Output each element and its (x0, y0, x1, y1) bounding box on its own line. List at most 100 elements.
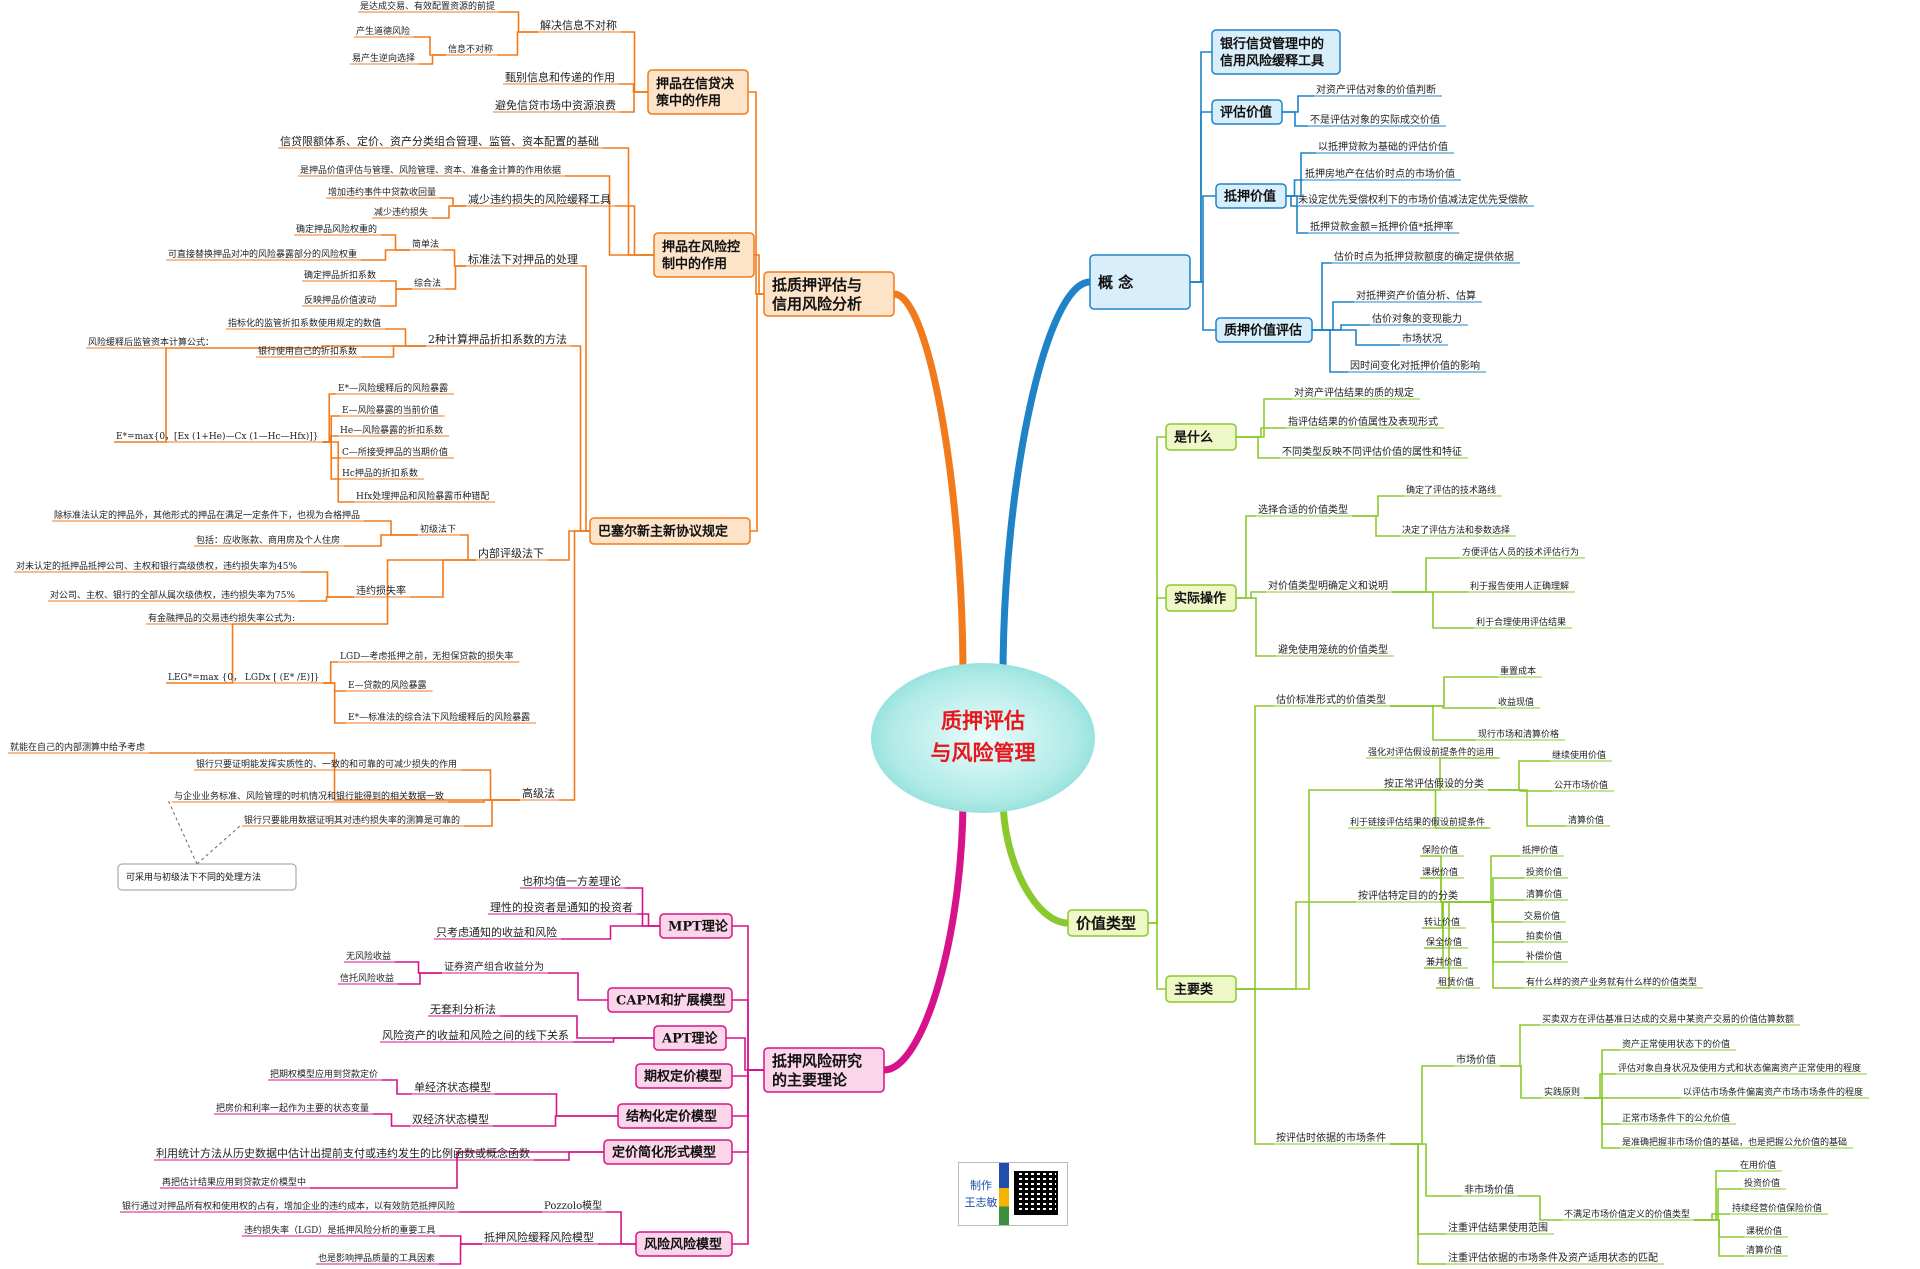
topic-o3111[interactable]: 确定押品风险权重的 (294, 223, 384, 236)
topic-m5[interactable]: 结构化定价模型 (617, 1103, 733, 1129)
topic-g221[interactable]: 方便评估人员的技术评估行为 (1460, 546, 1586, 559)
topic-g211[interactable]: 确定了评估的技术路线 (1404, 484, 1503, 497)
topic-g3311[interactable]: 拍卖价值 (1524, 930, 1569, 943)
topic-m511[interactable]: 把期权模型应用到贷款定价 (268, 1068, 385, 1081)
topic-o22[interactable]: 是押品价值评估与管理、风险管理、资本、准备金计算的作用依据 (298, 164, 568, 177)
topic-g331[interactable]: 保险价值 (1420, 844, 1465, 857)
topic-o112[interactable]: 信息不对称 (446, 43, 500, 56)
topic-u41[interactable]: 估价时点为抵押贷款额度的确定提供依据 (1332, 250, 1520, 264)
topic-g312[interactable]: 收益现值 (1496, 696, 1541, 709)
topic-m722[interactable]: 也是影响押品质量的工具因素 (316, 1252, 442, 1265)
topic-g34[interactable]: 按评估时依据的市场条件 (1274, 1131, 1392, 1145)
topic-g335[interactable]: 兼并价值 (1424, 956, 1469, 969)
topic-o3311[interactable]: 除标准法认定的押品外，其他形式的押品在满足一定条件下，也视为合格押品 (52, 509, 367, 522)
topic-m52[interactable]: 双经济状态模型 (410, 1112, 495, 1127)
topic-b3[interactable]: 价值类型 (1067, 909, 1149, 937)
topic-o32313[interactable]: He—风险暴露的折扣系数 (338, 424, 450, 437)
topic-g34122[interactable]: 评估对象自身状况及使用方式和状态偏离资产正常使用的程度 (1616, 1062, 1868, 1075)
topic-g344[interactable]: 注重评估依据的市场条件及资产适用状态的匹配 (1446, 1251, 1664, 1265)
topic-u34[interactable]: 抵押贷款金额=抵押价值*抵押率 (1308, 220, 1460, 234)
topic-m7[interactable]: 风险风险模型 (635, 1231, 733, 1257)
topic-m62[interactable]: 再把估计结果应用到贷款定价模型中 (160, 1176, 313, 1189)
topic-g32[interactable]: 按正常评估假设的分类 (1382, 777, 1490, 791)
topic-o1122[interactable]: 易产生逆向选择 (350, 52, 422, 65)
topic-o34[interactable]: 高级法 (520, 786, 561, 801)
topic-m721[interactable]: 违约损失率（LGD）是抵押风险分析的重要工具 (242, 1224, 442, 1237)
topic-m211[interactable]: 无风险收益 (344, 950, 398, 963)
topic-m11[interactable]: 也称均值一方差理论 (520, 874, 627, 889)
topic-o33311[interactable]: LGD—考虑抵押之前，无担保贷款的损失率 (338, 650, 520, 663)
topic-m13[interactable]: 只考虑通知的收益和风险 (434, 925, 563, 940)
topic-m6[interactable]: 定价简化形式模型 (603, 1139, 733, 1165)
topic-m12[interactable]: 理性的投资者是通知的投资者 (488, 900, 639, 915)
topic-g23[interactable]: 避免使用笼统的价值类型 (1276, 643, 1394, 657)
topic-u32[interactable]: 抵押房地产在估价时点的市场价值 (1303, 167, 1461, 181)
topic-o31[interactable]: 标准法下对押品的处理 (466, 252, 584, 267)
topic-g324[interactable]: 公开市场价值 (1552, 779, 1615, 792)
topic-g334[interactable]: 保全价值 (1424, 936, 1469, 949)
topic-o13[interactable]: 避免信贷市场中资源浪费 (493, 98, 622, 113)
topic-g333[interactable]: 转让价值 (1422, 916, 1467, 929)
topic-g34213[interactable]: 持续经营价值保险价值 (1730, 1202, 1829, 1215)
topic-u31[interactable]: 以抵押贷款为基础的评估价值 (1316, 140, 1454, 154)
topic-o331[interactable]: 初级法下 (418, 523, 463, 536)
topic-o32[interactable]: 2种计算押品折扣系数的方法 (426, 332, 573, 347)
topic-g3412[interactable]: 实践原则 (1542, 1086, 1587, 1099)
topic-u43[interactable]: 估价对象的变现能力 (1370, 312, 1468, 326)
topic-m212[interactable]: 信托风险收益 (338, 972, 401, 985)
topic-g321[interactable]: 强化对评估假设前提条件的运用 (1366, 746, 1501, 759)
topic-o312[interactable]: 综合法 (412, 277, 448, 290)
topic-o1121[interactable]: 产生道德风险 (354, 25, 417, 38)
topic-o11[interactable]: 解决信息不对称 (538, 18, 623, 33)
topic-g34125[interactable]: 是准确把握非市场价值的基础，也是把握公允价值的基础 (1620, 1136, 1854, 1149)
topic-g3411[interactable]: 买卖双方在评估基准日达成的交易中某资产交易的价值估算数额 (1540, 1013, 1801, 1026)
topic-note[interactable]: 可采用与初级法下不同的处理方法 (117, 863, 297, 891)
topic-o3322[interactable]: 对公司、主权、银行的全部从属次级债权，违约损失率为75% (48, 589, 302, 602)
topic-o23[interactable]: 减少违约损失的风险缓释工具 (466, 192, 617, 207)
topic-o32315[interactable]: Hc押品的折扣系数 (340, 467, 424, 480)
topic-u2[interactable]: 评估价值 (1211, 99, 1283, 125)
topic-o322[interactable]: 银行使用自己的折扣系数 (256, 345, 364, 358)
topic-m61[interactable]: 利用统计方法从历史数据中估计出提前支付或违约发生的比例函数或概念函数 (154, 1146, 536, 1161)
topic-g34214[interactable]: 课税价值 (1744, 1225, 1789, 1238)
topic-o21[interactable]: 信贷限额体系、定价、资产分类组合管理、监管、资本配置的基础 (278, 134, 605, 149)
topic-g3312[interactable]: 补偿价值 (1524, 950, 1569, 963)
topic-o3122[interactable]: 反映押品价值波动 (302, 294, 383, 307)
topic-o3121[interactable]: 确定押品折扣系数 (302, 269, 383, 282)
topic-g322[interactable]: 利于链接评估结果的假设前提条件 (1348, 816, 1492, 829)
topic-g33[interactable]: 按评估特定目的的分类 (1356, 889, 1464, 903)
topic-o342[interactable]: 银行只要证明能发挥实质性的、一致的和可靠的可减少损失的作用 (194, 758, 464, 771)
topic-g311[interactable]: 重置成本 (1498, 665, 1543, 678)
topic-m711[interactable]: 银行通过对押品所有权和使用权的占有，增加企业的违约成本，以有效防范抵押风险 (120, 1200, 462, 1213)
topic-o343[interactable]: 与企业业务标准、风险管理的时机情况和银行能得到的相关数据一致 (172, 790, 451, 803)
topic-o344[interactable]: 银行只要能用数据证明其对违约损失率的测算是可靠的 (242, 814, 467, 827)
topic-m71[interactable]: Pozzolo模型 (542, 1199, 609, 1213)
topic-g34212[interactable]: 投资价值 (1742, 1177, 1787, 1190)
topic-u21[interactable]: 对资产评估对象的价值判断 (1314, 83, 1442, 97)
topic-g336[interactable]: 租赁价值 (1436, 976, 1481, 989)
topic-u45[interactable]: 因时间变化对抵押价值的影响 (1348, 359, 1486, 373)
topic-o333[interactable]: 有金融押品的交易违约损失率公式为: (146, 612, 302, 625)
topic-o3312[interactable]: 包括：应收账款、商用房及个人住房 (194, 534, 347, 547)
topic-m51[interactable]: 单经济状态模型 (412, 1080, 497, 1095)
topic-g222[interactable]: 利于报告使用人正确理解 (1468, 580, 1576, 593)
topic-m72[interactable]: 抵押风险缓释风险模型 (482, 1230, 600, 1245)
topic-m521[interactable]: 把房价和利率一起作为主要的状态变量 (214, 1102, 376, 1115)
topic-g323[interactable]: 继续使用价值 (1550, 749, 1613, 762)
topic-u22[interactable]: 不是评估对象的实际成交价值 (1308, 113, 1446, 127)
topic-o33313[interactable]: E*—标准法的综合法下风险缓释后的风险暴露 (346, 711, 537, 724)
topic-o3231[interactable]: E*=max{0，[Ex (1+He)—Cx (1—Hc—Hfx)]} (114, 431, 325, 443)
topic-m4[interactable]: 期权定价模型 (635, 1063, 733, 1089)
topic-g3310[interactable]: 交易价值 (1522, 910, 1567, 923)
topic-g342[interactable]: 非市场价值 (1462, 1183, 1520, 1197)
topic-o231[interactable]: 增加违约事件中贷款收回量 (326, 186, 443, 199)
topic-g34121[interactable]: 资产正常使用状态下的价值 (1620, 1038, 1737, 1051)
topic-u4[interactable]: 质押价值评估 (1215, 317, 1313, 343)
topic-g11[interactable]: 对资产评估结果的质的规定 (1292, 386, 1420, 400)
topic-o32312[interactable]: E—风险暴露的当前价值 (340, 404, 445, 417)
topic-g3421[interactable]: 不满足市场价值定义的价值类型 (1562, 1208, 1697, 1221)
topic-g34211[interactable]: 在用价值 (1738, 1159, 1783, 1172)
